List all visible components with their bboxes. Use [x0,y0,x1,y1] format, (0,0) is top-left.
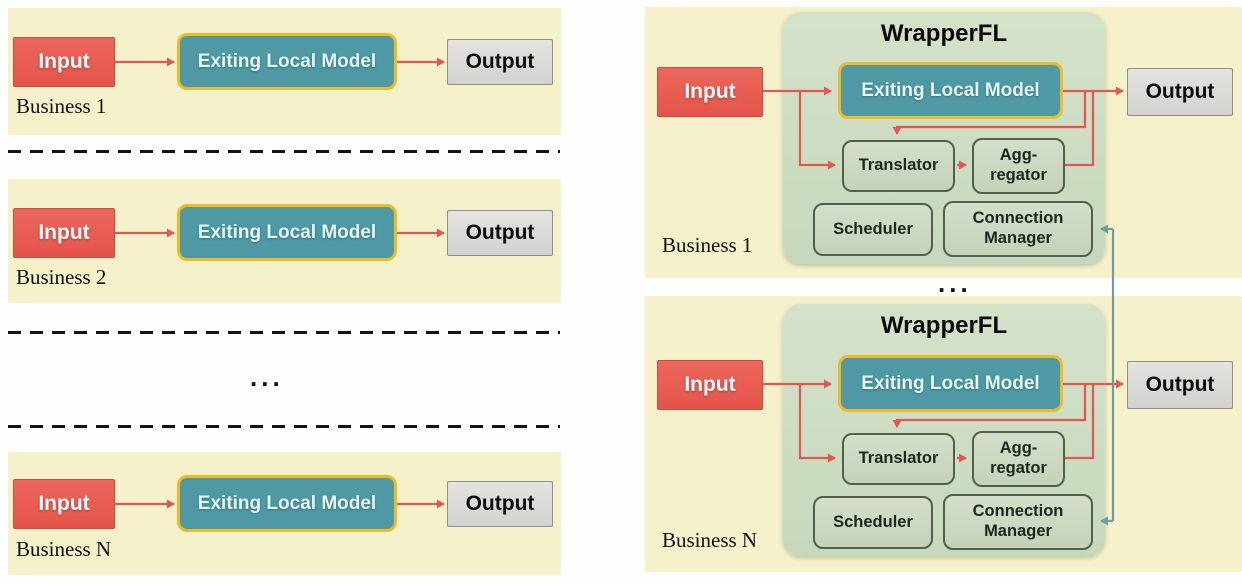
translator-node: Translator [842,433,955,485]
input-node: Input [13,208,115,258]
business-label: Business 1 [16,94,107,118]
left-business-panel-n: Input Exiting Local Model Output Busines… [8,452,561,575]
wrapperfl-title: WrapperFL [880,20,1008,47]
translator-node: Translator [842,140,955,192]
dashed-separator-2 [8,331,560,334]
wrapperfl-business-panel-1: WrapperFL Input Exiting Local Model Outp… [645,7,1242,278]
aggregator-node: Agg- regator [972,431,1065,487]
output-node: Output [447,481,553,527]
output-node: Output [447,39,553,85]
right-ellipsis: ... [938,268,972,298]
input-node: Input [13,479,115,529]
left-business-panel-2: Input Exiting Local Model Output Busines… [8,179,561,303]
input-node: Input [657,67,763,117]
input-node: Input [13,37,115,87]
dashed-separator-3 [8,425,560,428]
wrapperfl-business-panel-n: WrapperFL Input Exiting Local Model Outp… [645,296,1242,572]
left-ellipsis: ... [250,362,284,392]
existing-local-model-node: Exiting Local Model [838,355,1063,412]
existing-local-model-node: Exiting Local Model [838,62,1063,119]
connection-manager-node: Connection Manager [943,201,1093,257]
existing-local-model-node: Exiting Local Model [177,475,397,532]
output-node: Output [447,210,553,256]
input-node: Input [657,360,763,410]
scheduler-node: Scheduler [813,496,933,549]
existing-local-model-node: Exiting Local Model [177,204,397,261]
output-node: Output [1127,68,1233,116]
business-label: Business N [16,537,112,561]
business-label: Business 2 [16,265,107,289]
aggregator-node: Agg- regator [972,138,1065,194]
wrapperfl-title: WrapperFL [880,312,1008,339]
left-business-panel-1: Input Exiting Local Model Output Busines… [8,8,561,135]
output-node: Output [1127,361,1233,409]
business-label: Business N [662,528,758,552]
scheduler-node: Scheduler [813,203,933,256]
dashed-separator-1 [8,150,560,153]
connection-manager-node: Connection Manager [943,494,1093,550]
business-label: Business 1 [662,233,753,257]
existing-local-model-node: Exiting Local Model [177,33,397,90]
